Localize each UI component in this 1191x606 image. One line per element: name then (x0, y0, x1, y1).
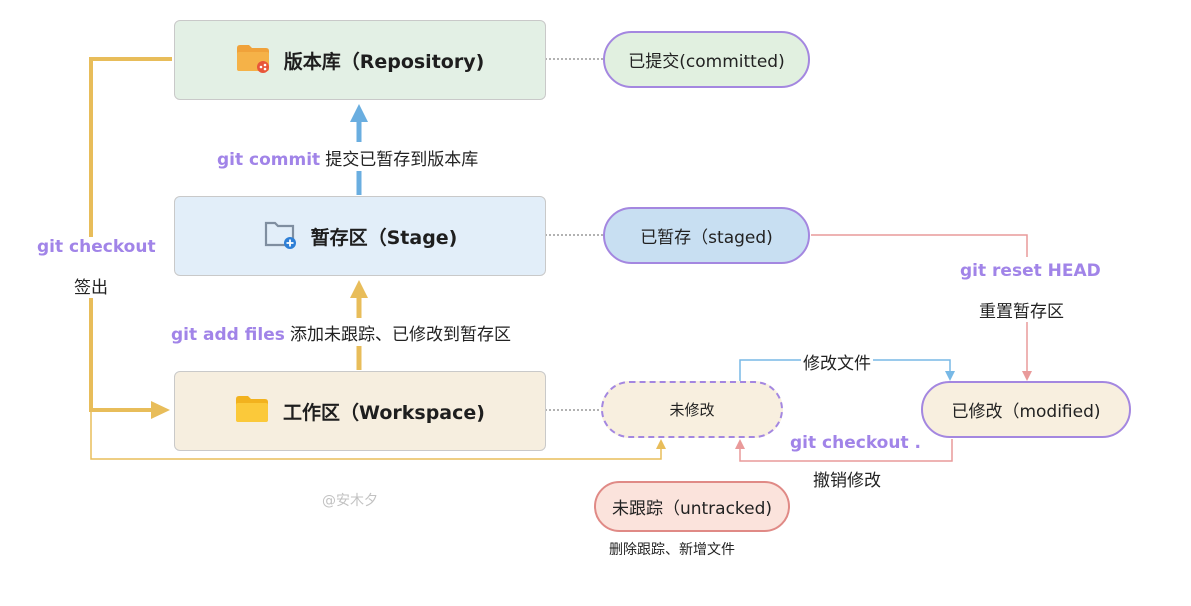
reset-line (811, 234, 1028, 257)
checkout-desc: 签出 (72, 273, 110, 298)
checkout-dot-line (739, 439, 953, 462)
workspace-box: 工作区（Workspace) (174, 371, 546, 451)
add-cmd: git add files (171, 325, 285, 345)
untracked-arrow-head (656, 439, 666, 449)
state-committed: 已提交(committed) (603, 31, 810, 88)
add-command-label: git add files 添加未跟踪、已修改到暂存区 (171, 320, 511, 345)
checkout-dot-head (735, 439, 745, 449)
add-desc: 添加未跟踪、已修改到暂存区 (289, 325, 511, 345)
checkout-dot-cmd: git checkout . (790, 433, 921, 453)
commit-command-label: git commit 提交已暂存到版本库 (217, 145, 478, 170)
checkout-loop (89, 57, 172, 237)
add-arrow-head (350, 280, 368, 298)
stage-label: 暂存区（Stage) (310, 226, 458, 249)
checkout-arrow-head (151, 401, 170, 419)
state-untracked: 未跟踪（untracked) (594, 481, 790, 532)
reset-head (1022, 371, 1032, 381)
folder-share-icon (236, 43, 270, 77)
checkout-dot-desc: 撤销修改 (811, 466, 883, 491)
state-modified: 已修改（modified) (921, 381, 1131, 438)
repository-label: 版本库（Repository) (283, 50, 485, 73)
checkout-cmd: git checkout (35, 237, 158, 257)
checkout-loop-lower (89, 296, 152, 412)
stage-box: 暂存区（Stage) (174, 196, 546, 276)
untracked-to-unmodified-line (90, 410, 662, 460)
commit-cmd: git commit (217, 150, 321, 170)
modify-file-head (945, 371, 955, 381)
modify-file-label: 修改文件 (801, 349, 873, 374)
reset-cmd: git reset HEAD (960, 261, 1101, 281)
folder-add-icon (263, 219, 297, 253)
commit-desc: 提交已暂存到版本库 (325, 150, 479, 170)
commit-arrow-head (350, 104, 368, 122)
reset-desc: 重置暂存区 (979, 302, 1064, 322)
workspace-label: 工作区（Workspace) (283, 401, 485, 424)
watermark: @安木夕 (322, 493, 378, 509)
untracked-desc: 删除跟踪、新增文件 (609, 542, 735, 558)
state-staged: 已暂存（staged) (603, 207, 810, 264)
state-unmodified: 未修改 (601, 381, 783, 438)
repository-box: 版本库（Repository) (174, 20, 546, 100)
folder-icon (235, 394, 269, 428)
